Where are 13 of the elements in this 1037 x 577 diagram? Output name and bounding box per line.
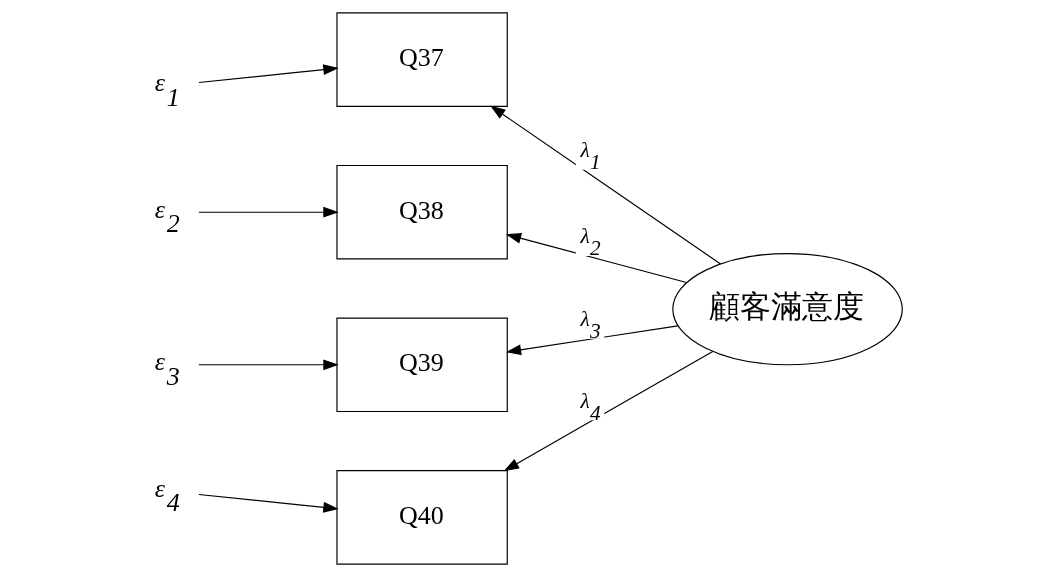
node-box: Q38	[336, 164, 508, 260]
node-box: Q37	[336, 12, 508, 107]
arrow	[198, 493, 339, 513]
node-box: Q40	[336, 470, 508, 565]
arrow	[198, 359, 339, 371]
arrow	[503, 350, 714, 472]
node-ellipse: 顧客滿意度	[672, 253, 903, 366]
arrow	[198, 64, 339, 84]
arrow	[505, 325, 679, 356]
node-box: Q39	[336, 317, 508, 413]
arrow	[198, 206, 339, 218]
arrow	[505, 233, 688, 284]
arrow	[490, 105, 722, 265]
